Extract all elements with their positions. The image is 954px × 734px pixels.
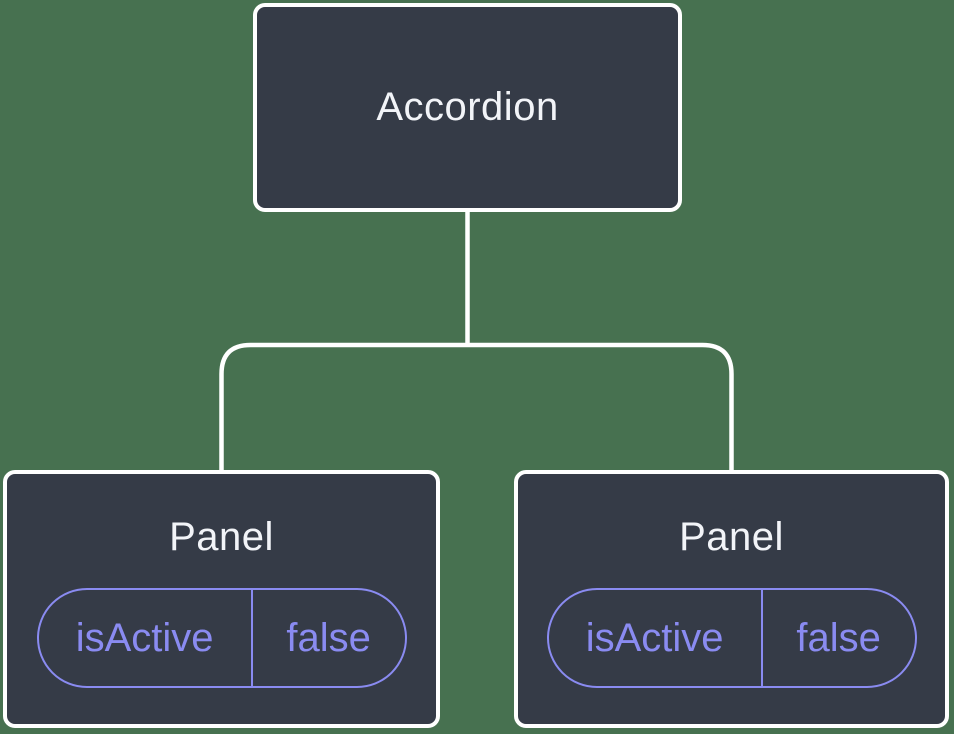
edge-accordion-to-panels [219,342,734,472]
panel-left-label: Panel [169,515,274,559]
state-prop-value: false [286,615,371,660]
state-prop-value: false [796,615,881,660]
node-panel-left: Panel isActive false [3,470,440,728]
node-accordion: Accordion [253,3,682,212]
accordion-label: Accordion [376,85,559,129]
state-prop-name: isActive [549,590,763,686]
panel-right-label: Panel [679,515,784,559]
state-prop-name: isActive [39,590,253,686]
node-panel-right: Panel isActive false [514,470,949,728]
panel-right-state-pill: isActive false [546,588,917,688]
panel-left-state-pill: isActive false [36,588,407,688]
